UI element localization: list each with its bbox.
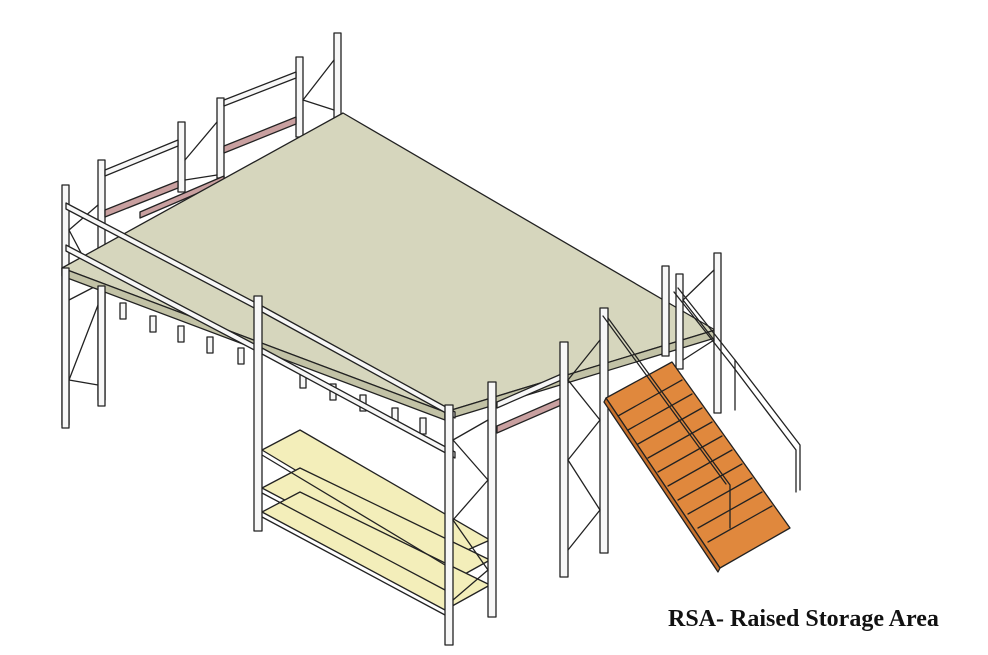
diagram-caption: RSA- Raised Storage Area [668,606,939,632]
shelving-bay [261,429,491,616]
stair-handrails [602,287,801,529]
mezzanine-deck [61,112,716,421]
back-guard-rail [104,71,297,219]
front-uprights [61,267,609,646]
staircase [603,361,791,573]
front-guard-rail [65,202,456,459]
